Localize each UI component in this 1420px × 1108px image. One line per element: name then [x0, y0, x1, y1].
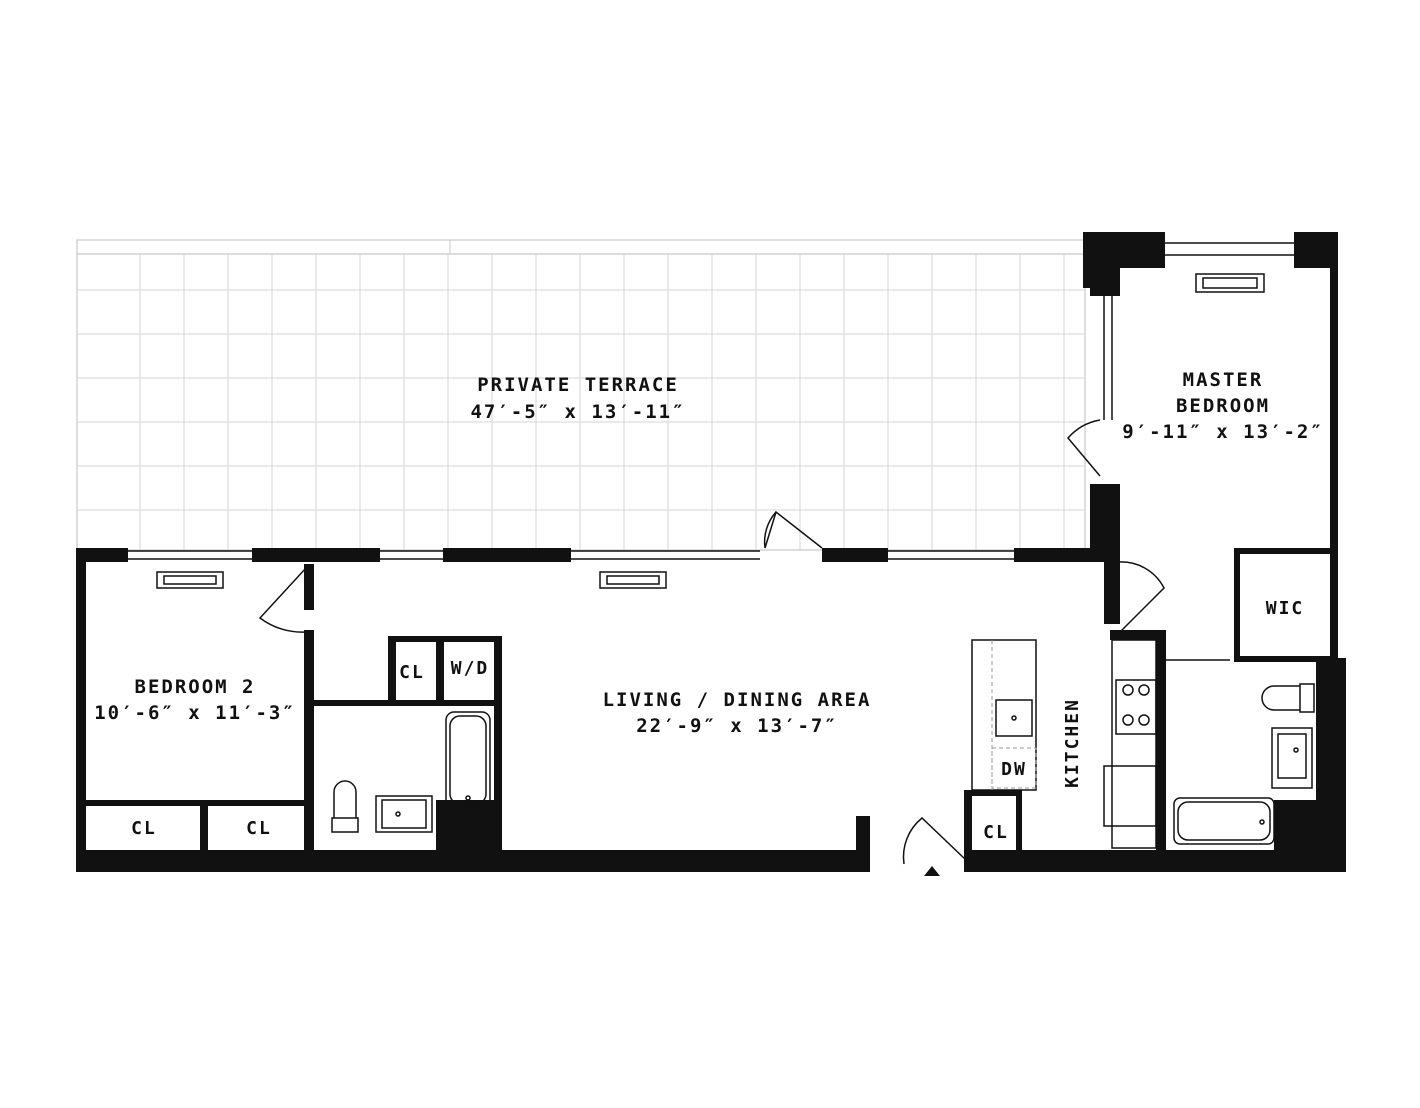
- bedroom2-dims: 10′-6″ x 11′-3″: [94, 702, 296, 724]
- terrace-name: PRIVATE TERRACE: [477, 374, 679, 396]
- master-name-line1: MASTER: [1183, 369, 1264, 391]
- exterior-walls: [76, 232, 1346, 872]
- master-dims: 9′-11″ x 13′-2″: [1122, 421, 1324, 443]
- living-name: LIVING / DINING AREA: [603, 689, 872, 711]
- kitchen-fixtures: [971, 639, 1157, 849]
- windows: [128, 242, 1294, 560]
- terrace-area: [76, 239, 1086, 551]
- wic-label: WIC: [1266, 598, 1305, 619]
- bedroom2-name: BEDROOM 2: [135, 676, 256, 698]
- terrace-dims: 47′-5″ x 13′-11″: [470, 401, 685, 423]
- closet-label-bed2-left: CL: [131, 818, 157, 839]
- master-name-line2: BEDROOM: [1176, 395, 1270, 417]
- room-labels: PRIVATE TERRACE 47′-5″ x 13′-11″ MASTER …: [94, 369, 1324, 843]
- closet-label-kitchen: CL: [983, 822, 1009, 843]
- kitchen-name: KITCHEN: [1062, 698, 1083, 788]
- master-bath-fixtures: [1173, 683, 1315, 845]
- hvac-units: [156, 273, 1265, 589]
- bath2-fixtures: [331, 711, 491, 833]
- living-dims: 22′-9″ x 13′-7″: [636, 715, 838, 737]
- terrace-pavers: [77, 254, 1085, 550]
- dishwasher-label: DW: [1001, 759, 1027, 780]
- closet-label-bed2-right: CL: [246, 818, 272, 839]
- closet-label-hall: CL: [399, 662, 425, 683]
- interior-walls: [84, 548, 1334, 850]
- washer-dryer-label: W/D: [451, 658, 490, 679]
- doors: [258, 419, 1230, 876]
